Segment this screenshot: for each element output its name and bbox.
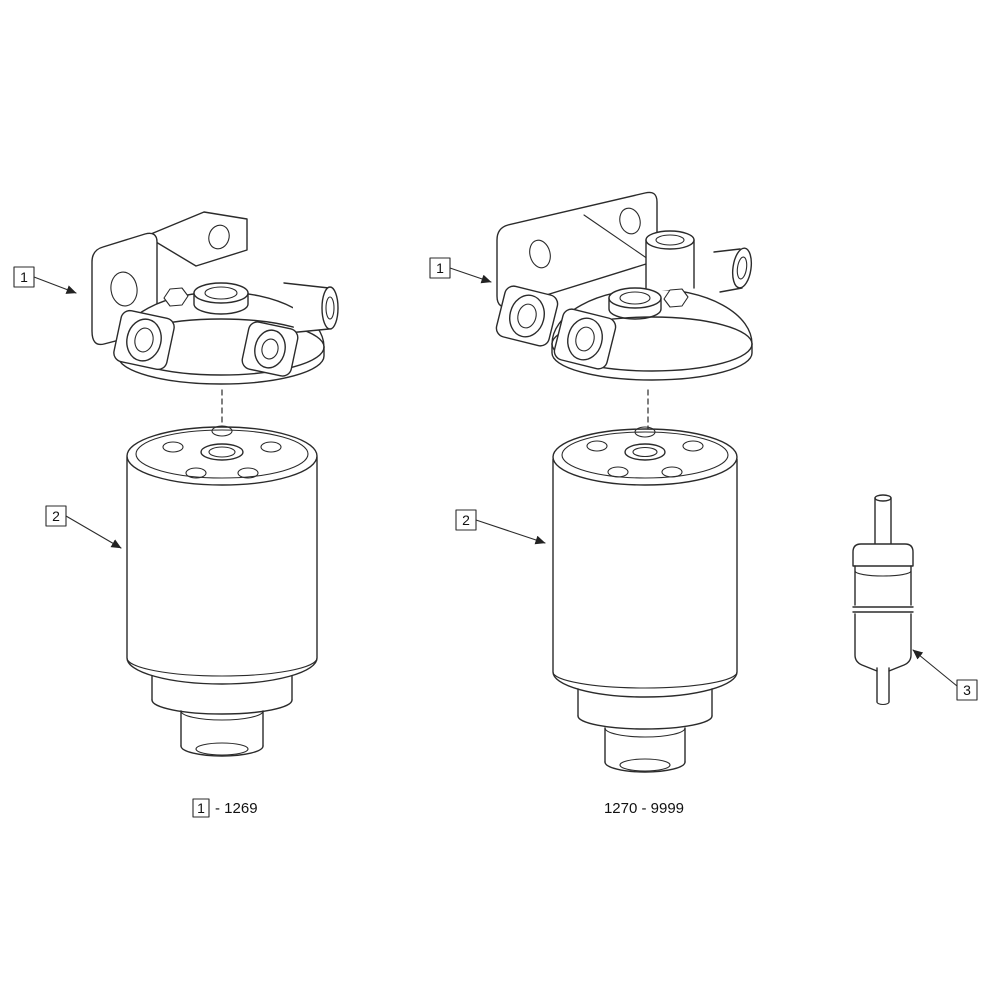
callout-label: 3 [963, 682, 971, 698]
leader-line [475, 519, 546, 545]
callout-label: 2 [52, 508, 60, 524]
filter-head-left [91, 211, 339, 385]
callout-box [956, 679, 978, 701]
left-assembly [91, 211, 339, 757]
fuel-filter-right [552, 426, 738, 773]
callout-label: 1 [436, 260, 444, 276]
hex-bolt-left-head [163, 287, 189, 307]
leader-line [449, 267, 492, 284]
callout-right-filter: 2 [455, 509, 546, 545]
inline-filter [852, 494, 914, 706]
leader-line [65, 515, 122, 549]
caption-box [192, 798, 210, 818]
callout-box [13, 266, 35, 288]
right-assembly [495, 191, 753, 773]
filter-head-right [495, 191, 753, 381]
callout-label: 2 [462, 512, 470, 528]
caption-right-range: 1270 - 9999 [604, 800, 684, 817]
callout-box [429, 257, 451, 279]
callout-box [455, 509, 477, 531]
callout-box [45, 505, 67, 527]
caption-left-range: 1 - 1269 [192, 798, 258, 818]
leader-line [912, 649, 958, 687]
callout-left-head: 1 [13, 266, 77, 294]
caption-boxed-number: 1 [197, 800, 205, 816]
callout-label: 1 [20, 269, 28, 285]
callout-left-filter: 2 [45, 505, 122, 549]
caption-range-text: - 1269 [215, 800, 258, 817]
hex-bolt-right-head [663, 288, 689, 308]
callout-inline-filter: 3 [912, 649, 978, 701]
leader-line [33, 276, 77, 294]
fuel-filter-left [126, 425, 318, 757]
callout-right-head: 1 [429, 257, 492, 284]
